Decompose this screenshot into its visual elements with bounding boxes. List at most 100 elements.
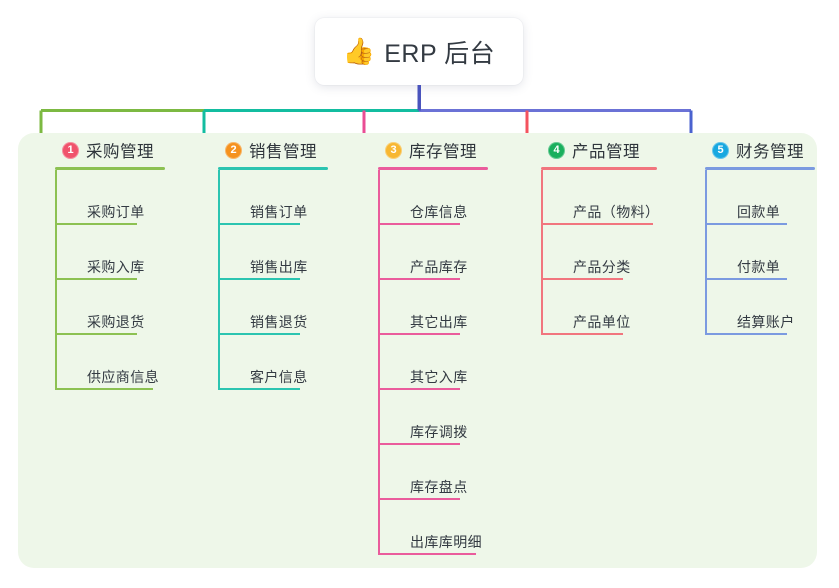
column-header-1[interactable]: 1 采购管理	[40, 133, 165, 167]
list-item[interactable]: 产品库存	[378, 225, 488, 280]
list-item-label: 付款单	[737, 259, 781, 275]
column-title-3: 库存管理	[409, 143, 477, 161]
list-item-label: 库存调拨	[410, 424, 468, 440]
list-item-underline	[55, 278, 137, 280]
list-item-label: 其它入库	[410, 369, 468, 385]
list-item-label: 产品库存	[410, 259, 468, 275]
list-item-label: 产品（物料）	[573, 204, 660, 220]
list-item-underline	[705, 333, 787, 335]
column-badge-2: 2	[225, 141, 242, 159]
list-item[interactable]: 产品分类	[541, 225, 659, 280]
list-item-label: 仓库信息	[410, 204, 468, 220]
column-spine-5	[705, 170, 707, 335]
list-item[interactable]: 销售退货	[218, 280, 328, 335]
column-title-1: 采购管理	[86, 143, 154, 161]
list-item-label: 销售订单	[250, 204, 308, 220]
list-item-underline	[218, 223, 300, 225]
list-item[interactable]: 采购退货	[55, 280, 165, 335]
list-item-label: 库存盘点	[410, 479, 468, 495]
list-item-label: 回款单	[737, 204, 781, 220]
list-item-underline	[705, 278, 787, 280]
list-item-label: 采购入库	[87, 259, 145, 275]
list-item[interactable]: 结算账户	[705, 280, 815, 335]
column-spine-3	[378, 170, 380, 555]
list-item-label: 出库库明细	[410, 534, 482, 550]
column-2: 2 销售管理销售订单销售出库销售退货客户信息	[203, 133, 328, 390]
column-rule-1	[55, 167, 165, 170]
column-1: 1 采购管理采购订单采购入库采购退货供应商信息	[40, 133, 165, 390]
list-item[interactable]: 销售出库	[218, 225, 328, 280]
column-items-5: 回款单付款单结算账户	[705, 170, 815, 335]
list-item[interactable]: 库存盘点	[378, 445, 488, 500]
column-badge-1: 1	[62, 141, 79, 159]
column-spine-2	[218, 170, 220, 390]
list-item[interactable]: 回款单	[705, 170, 815, 225]
list-item-label: 产品分类	[573, 259, 631, 275]
list-item[interactable]: 客户信息	[218, 335, 328, 390]
list-item-underline	[541, 223, 653, 225]
column-rule-4	[541, 167, 657, 170]
root-title-card[interactable]: 👍 ERP 后台	[315, 18, 523, 85]
list-item-label: 产品单位	[573, 314, 631, 330]
list-item[interactable]: 产品（物料）	[541, 170, 659, 225]
list-item[interactable]: 付款单	[705, 225, 815, 280]
list-item-label: 采购订单	[87, 204, 145, 220]
list-item-label: 客户信息	[250, 369, 308, 385]
list-item-underline	[378, 223, 460, 225]
list-item[interactable]: 仓库信息	[378, 170, 488, 225]
list-item[interactable]: 产品单位	[541, 280, 659, 335]
list-item-label: 结算账户	[737, 314, 795, 330]
column-badge-5: 5	[712, 141, 729, 159]
column-5: 5 财务管理回款单付款单结算账户	[690, 133, 815, 335]
list-item-underline	[378, 388, 460, 390]
list-item-underline	[378, 333, 460, 335]
list-item[interactable]: 库存调拨	[378, 390, 488, 445]
list-item[interactable]: 供应商信息	[55, 335, 165, 390]
list-item-underline	[541, 278, 623, 280]
root-title-text: ERP 后台	[384, 39, 496, 68]
columns-container: 1 采购管理采购订单采购入库采购退货供应商信息 2 销售管理销售订单销售出库销售退货客…	[18, 133, 817, 568]
column-items-3: 仓库信息产品库存其它出库其它入库库存调拨库存盘点出库库明细	[378, 170, 488, 555]
column-rule-5	[705, 167, 815, 170]
column-spine-1	[55, 170, 57, 390]
list-item-underline	[378, 278, 460, 280]
column-badge-4: 4	[548, 141, 565, 159]
list-item[interactable]: 出库库明细	[378, 500, 488, 555]
list-item[interactable]: 采购订单	[55, 170, 165, 225]
list-item-underline	[705, 223, 787, 225]
list-item-label: 供应商信息	[87, 369, 159, 385]
list-item-underline	[55, 223, 137, 225]
column-header-5[interactable]: 5 财务管理	[690, 133, 815, 167]
list-item-underline	[55, 333, 137, 335]
column-title-2: 销售管理	[249, 143, 317, 161]
list-item[interactable]: 采购入库	[55, 225, 165, 280]
column-title-5: 财务管理	[736, 143, 804, 161]
list-item[interactable]: 其它入库	[378, 335, 488, 390]
list-item-underline	[218, 333, 300, 335]
list-item-label: 采购退货	[87, 314, 145, 330]
list-item-underline	[541, 333, 623, 335]
column-rule-3	[378, 167, 488, 170]
list-item-label: 其它出库	[410, 314, 468, 330]
thumbs-up-icon: 👍	[342, 35, 376, 66]
list-item-underline	[55, 388, 153, 390]
column-items-2: 销售订单销售出库销售退货客户信息	[218, 170, 328, 390]
column-4: 4 产品管理产品（物料） 产品分类产品单位	[526, 133, 659, 335]
list-item-underline	[218, 278, 300, 280]
column-header-2[interactable]: 2 销售管理	[203, 133, 328, 167]
list-item-underline	[378, 553, 476, 555]
column-spine-4	[541, 170, 543, 335]
diagram-panel	[18, 133, 817, 568]
list-item-label: 销售退货	[250, 314, 308, 330]
column-items-1: 采购订单采购入库采购退货供应商信息	[55, 170, 165, 390]
list-item[interactable]: 销售订单	[218, 170, 328, 225]
column-header-4[interactable]: 4 产品管理	[526, 133, 659, 167]
list-item-underline	[218, 388, 300, 390]
list-item-underline	[378, 443, 460, 445]
list-item-underline	[378, 498, 460, 500]
list-item[interactable]: 其它出库	[378, 280, 488, 335]
column-rule-2	[218, 167, 328, 170]
column-title-4: 产品管理	[572, 143, 640, 161]
